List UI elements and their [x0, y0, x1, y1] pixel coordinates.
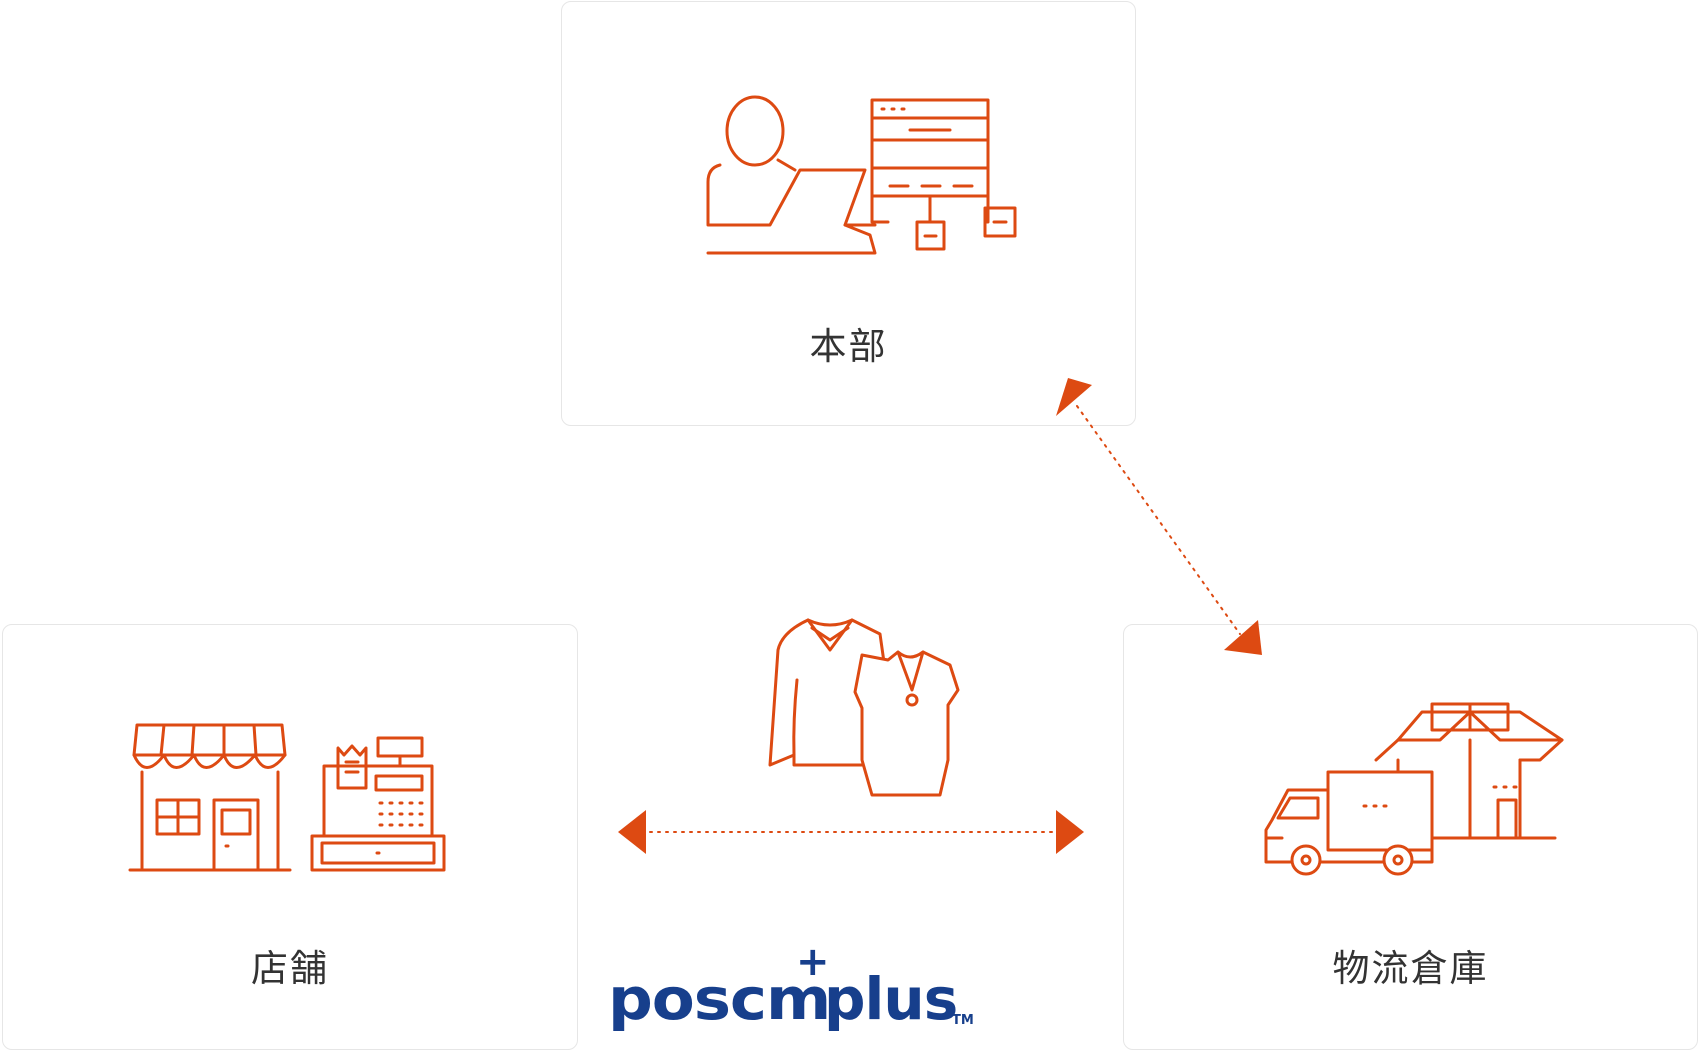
store-card: 店舗	[2, 624, 578, 1050]
hq-label: 本部	[809, 325, 888, 368]
hq-manager-system-icon	[706, 95, 1017, 255]
warehouse-truck-icon	[1264, 702, 1564, 876]
warehouse-label: 物流倉庫	[1332, 947, 1489, 990]
store-warehouse-arrow	[618, 810, 1084, 854]
store-and-register-icon	[128, 723, 446, 872]
poscm-plus-logo: poscm + plus TM	[608, 939, 974, 1033]
hq-warehouse-arrow	[1056, 378, 1262, 655]
store-label: 店舗	[251, 947, 329, 990]
apparel-icon	[768, 618, 960, 797]
